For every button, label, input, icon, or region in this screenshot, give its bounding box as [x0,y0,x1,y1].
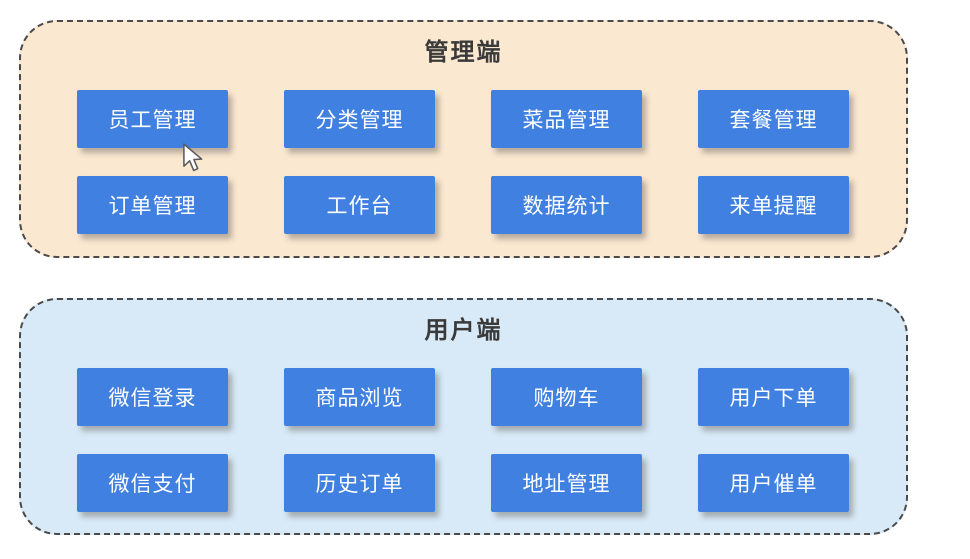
user-panel-title: 用户端 [424,317,503,344]
feature-box-employee-mgmt: 员工管理 [77,90,228,148]
feature-box-category-mgmt: 分类管理 [284,90,435,148]
feature-box-order-reminder: 来单提醒 [698,176,849,234]
feature-box-user-urge: 用户催单 [698,454,849,512]
user-panel: 用户端 微信登录 商品浏览 购物车 用户下单 微信支付 历史订单 地址管理 用户… [19,298,908,535]
feature-box-user-order: 用户下单 [698,368,849,426]
feature-box-address-mgmt: 地址管理 [491,454,642,512]
admin-feature-grid: 员工管理 分类管理 菜品管理 套餐管理 订单管理 工作台 数据统计 来单提醒 [77,90,849,234]
feature-box-workbench: 工作台 [284,176,435,234]
feature-box-order-history: 历史订单 [284,454,435,512]
feature-box-dish-mgmt: 菜品管理 [491,90,642,148]
admin-panel: 管理端 员工管理 分类管理 菜品管理 套餐管理 订单管理 工作台 数据统计 来单… [19,20,908,258]
feature-box-data-stats: 数据统计 [491,176,642,234]
user-feature-grid: 微信登录 商品浏览 购物车 用户下单 微信支付 历史订单 地址管理 用户催单 [77,368,849,512]
feature-box-browse-goods: 商品浏览 [284,368,435,426]
feature-box-setmeal-mgmt: 套餐管理 [698,90,849,148]
feature-box-shopping-cart: 购物车 [491,368,642,426]
feature-box-wechat-pay: 微信支付 [77,454,228,512]
feature-box-wechat-login: 微信登录 [77,368,228,426]
feature-box-order-mgmt: 订单管理 [77,176,228,234]
admin-panel-title: 管理端 [424,39,503,66]
